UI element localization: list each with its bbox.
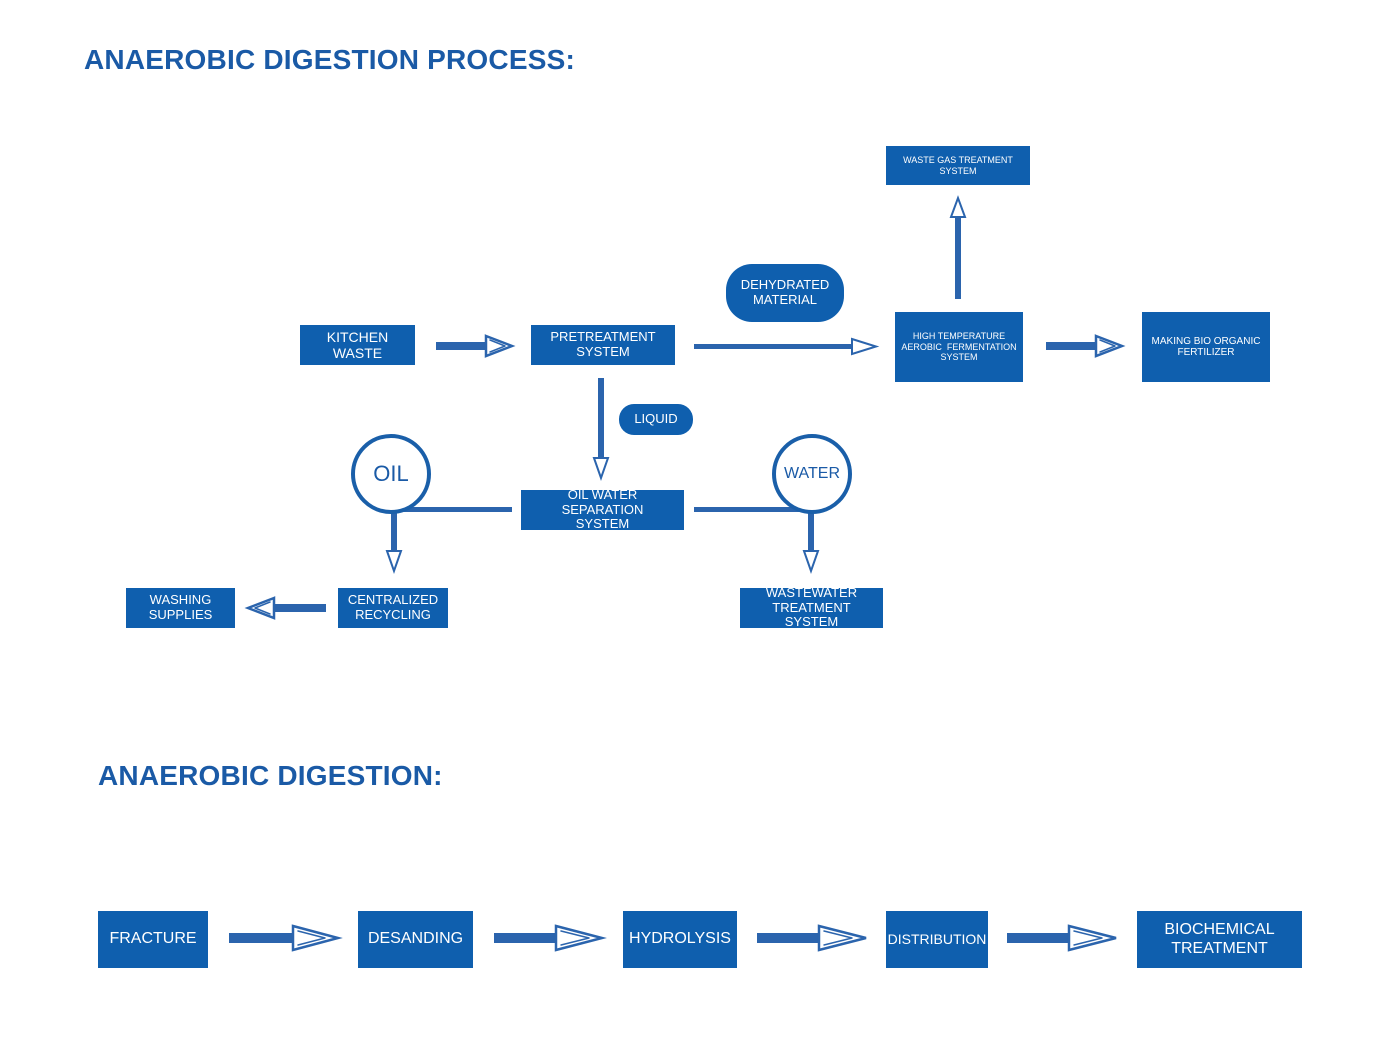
node-wastewater-line1: WASTEWATER (765, 584, 858, 600)
node-pretreatment-line2: SYSTEM (576, 344, 630, 359)
process-title: ANAEROBIC DIGESTION PROCESS: (84, 44, 575, 75)
node-wastewater-treatment: WASTEWATER TREATMENT SYSTEM (740, 584, 883, 630)
node-pretreatment-system: PRETREATMENT SYSTEM (531, 325, 675, 365)
step-biochemical-treatment: BIOCHEMICAL TREATMENT (1137, 911, 1302, 968)
node-fermentation-line3: SYSTEM (940, 352, 978, 363)
step-distribution: DISTRIBUTION (886, 911, 988, 968)
step-hydrolysis: HYDROLYSIS (623, 911, 737, 968)
node-washing-supplies: WASHING SUPPLIES (126, 588, 235, 628)
circle-oil: OIL (351, 434, 431, 514)
arrow-step-4 (1007, 924, 1117, 952)
step-desanding-label: DESANDING (367, 930, 464, 948)
node-pretreatment-line1: PRETREATMENT (550, 329, 656, 345)
label-liquid: LIQUID (619, 404, 693, 435)
arrow-centralized-to-washing (244, 596, 326, 620)
node-wastewater-line2: TREATMENT SYSTEM (772, 599, 851, 630)
step-biochemical-line2: TREATMENT (1171, 939, 1268, 957)
node-oil-water-separation: OIL WATER SEPARATION SYSTEM (521, 486, 684, 532)
arrow-step-3 (757, 924, 867, 952)
label-liquid-text: LIQUID (634, 411, 678, 427)
step-hydrolysis-label: HYDROLYSIS (629, 930, 731, 948)
label-dehydrated-line2: MATERIAL (752, 292, 818, 307)
arrow-water-to-wastewater (802, 510, 820, 575)
node-kitchen-waste-label: KITCHEN WASTE (326, 328, 389, 361)
node-centralized-line1: CENTRALIZED (347, 592, 439, 608)
node-fermentation-system: HIGH TEMPERATURE AEROBIC FERMENTATION SY… (895, 312, 1023, 382)
label-dehydrated-line1: DEHYDRATED (740, 277, 830, 293)
arrow-pretreatment-to-oilwater (592, 378, 610, 482)
node-waste-gas-line1: WASTE GAS TREATMENT (903, 155, 1013, 166)
node-centralized-recycling: CENTRALIZED RECYCLING (338, 588, 448, 628)
node-washing-line1: WASHING (149, 592, 212, 608)
arrow-fermentation-to-wastegas (949, 195, 967, 299)
step-fracture-label: FRACTURE (109, 930, 197, 948)
node-bio-organic-fertilizer: MAKING BIO ORGANIC FERTILIZER (1142, 312, 1270, 382)
step-desanding: DESANDING (358, 911, 473, 968)
circle-water: WATER (772, 434, 852, 514)
node-fermentation-line2: AEROBIC FERMENTATION (901, 341, 1017, 352)
arrow-kitchen-to-pretreatment (436, 334, 516, 358)
circle-oil-label: OIL (373, 461, 409, 486)
digestion-title: ANAEROBIC DIGESTION: (98, 760, 443, 791)
node-oil-water-line2: SYSTEM (575, 516, 630, 532)
line-to-oil (392, 507, 512, 512)
arrow-pretreatment-to-fermentation (694, 337, 880, 356)
line-to-water (694, 507, 812, 512)
node-washing-line2: SUPPLIES (148, 607, 213, 622)
node-fermentation-line1: HIGH TEMPERATURE (912, 331, 1006, 342)
step-distribution-label: DISTRIBUTION (887, 931, 987, 948)
node-bio-fertilizer-line2: FERTILIZER (1177, 347, 1235, 358)
step-biochemical-line1: BIOCHEMICAL (1164, 921, 1275, 939)
arrow-fermentation-to-fertilizer (1046, 334, 1126, 358)
node-bio-fertilizer-line1: MAKING BIO ORGANIC (1151, 335, 1261, 347)
node-oil-water-line1: OIL WATER SEPARATION (561, 486, 644, 517)
node-waste-gas-treatment: WASTE GAS TREATMENT SYSTEM (886, 146, 1030, 185)
node-waste-gas-line2: SYSTEM (939, 165, 977, 176)
step-fracture: FRACTURE (98, 911, 208, 968)
arrow-oil-to-centralized (385, 510, 403, 575)
node-kitchen-waste: KITCHEN WASTE (300, 325, 415, 365)
arrow-step-2 (494, 924, 607, 952)
node-centralized-line2: RECYCLING (355, 607, 431, 622)
label-dehydrated-material: DEHYDRATED MATERIAL (726, 264, 844, 322)
circle-water-label: WATER (784, 465, 840, 482)
arrow-step-1 (229, 924, 343, 952)
